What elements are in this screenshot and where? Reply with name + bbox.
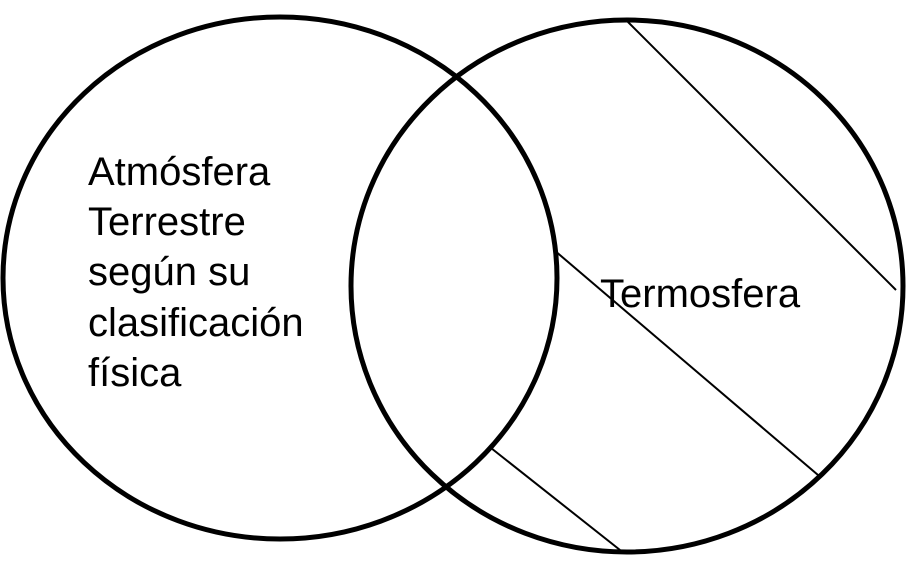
left-circle [0, 14, 560, 542]
left-set-label-line: según su [88, 250, 250, 294]
hatch-line [626, 20, 897, 291]
right-circle [348, 17, 906, 555]
left-set-label-line: Terrestre [88, 200, 246, 244]
left-set-label-line: física [88, 351, 182, 395]
hatch-line [553, 249, 819, 476]
left-set-label-line: Atmósfera [88, 150, 271, 194]
hatch-line [490, 447, 621, 551]
right-set-label: Termosfera [600, 272, 801, 316]
left-set-label-line: clasificación [88, 301, 304, 345]
